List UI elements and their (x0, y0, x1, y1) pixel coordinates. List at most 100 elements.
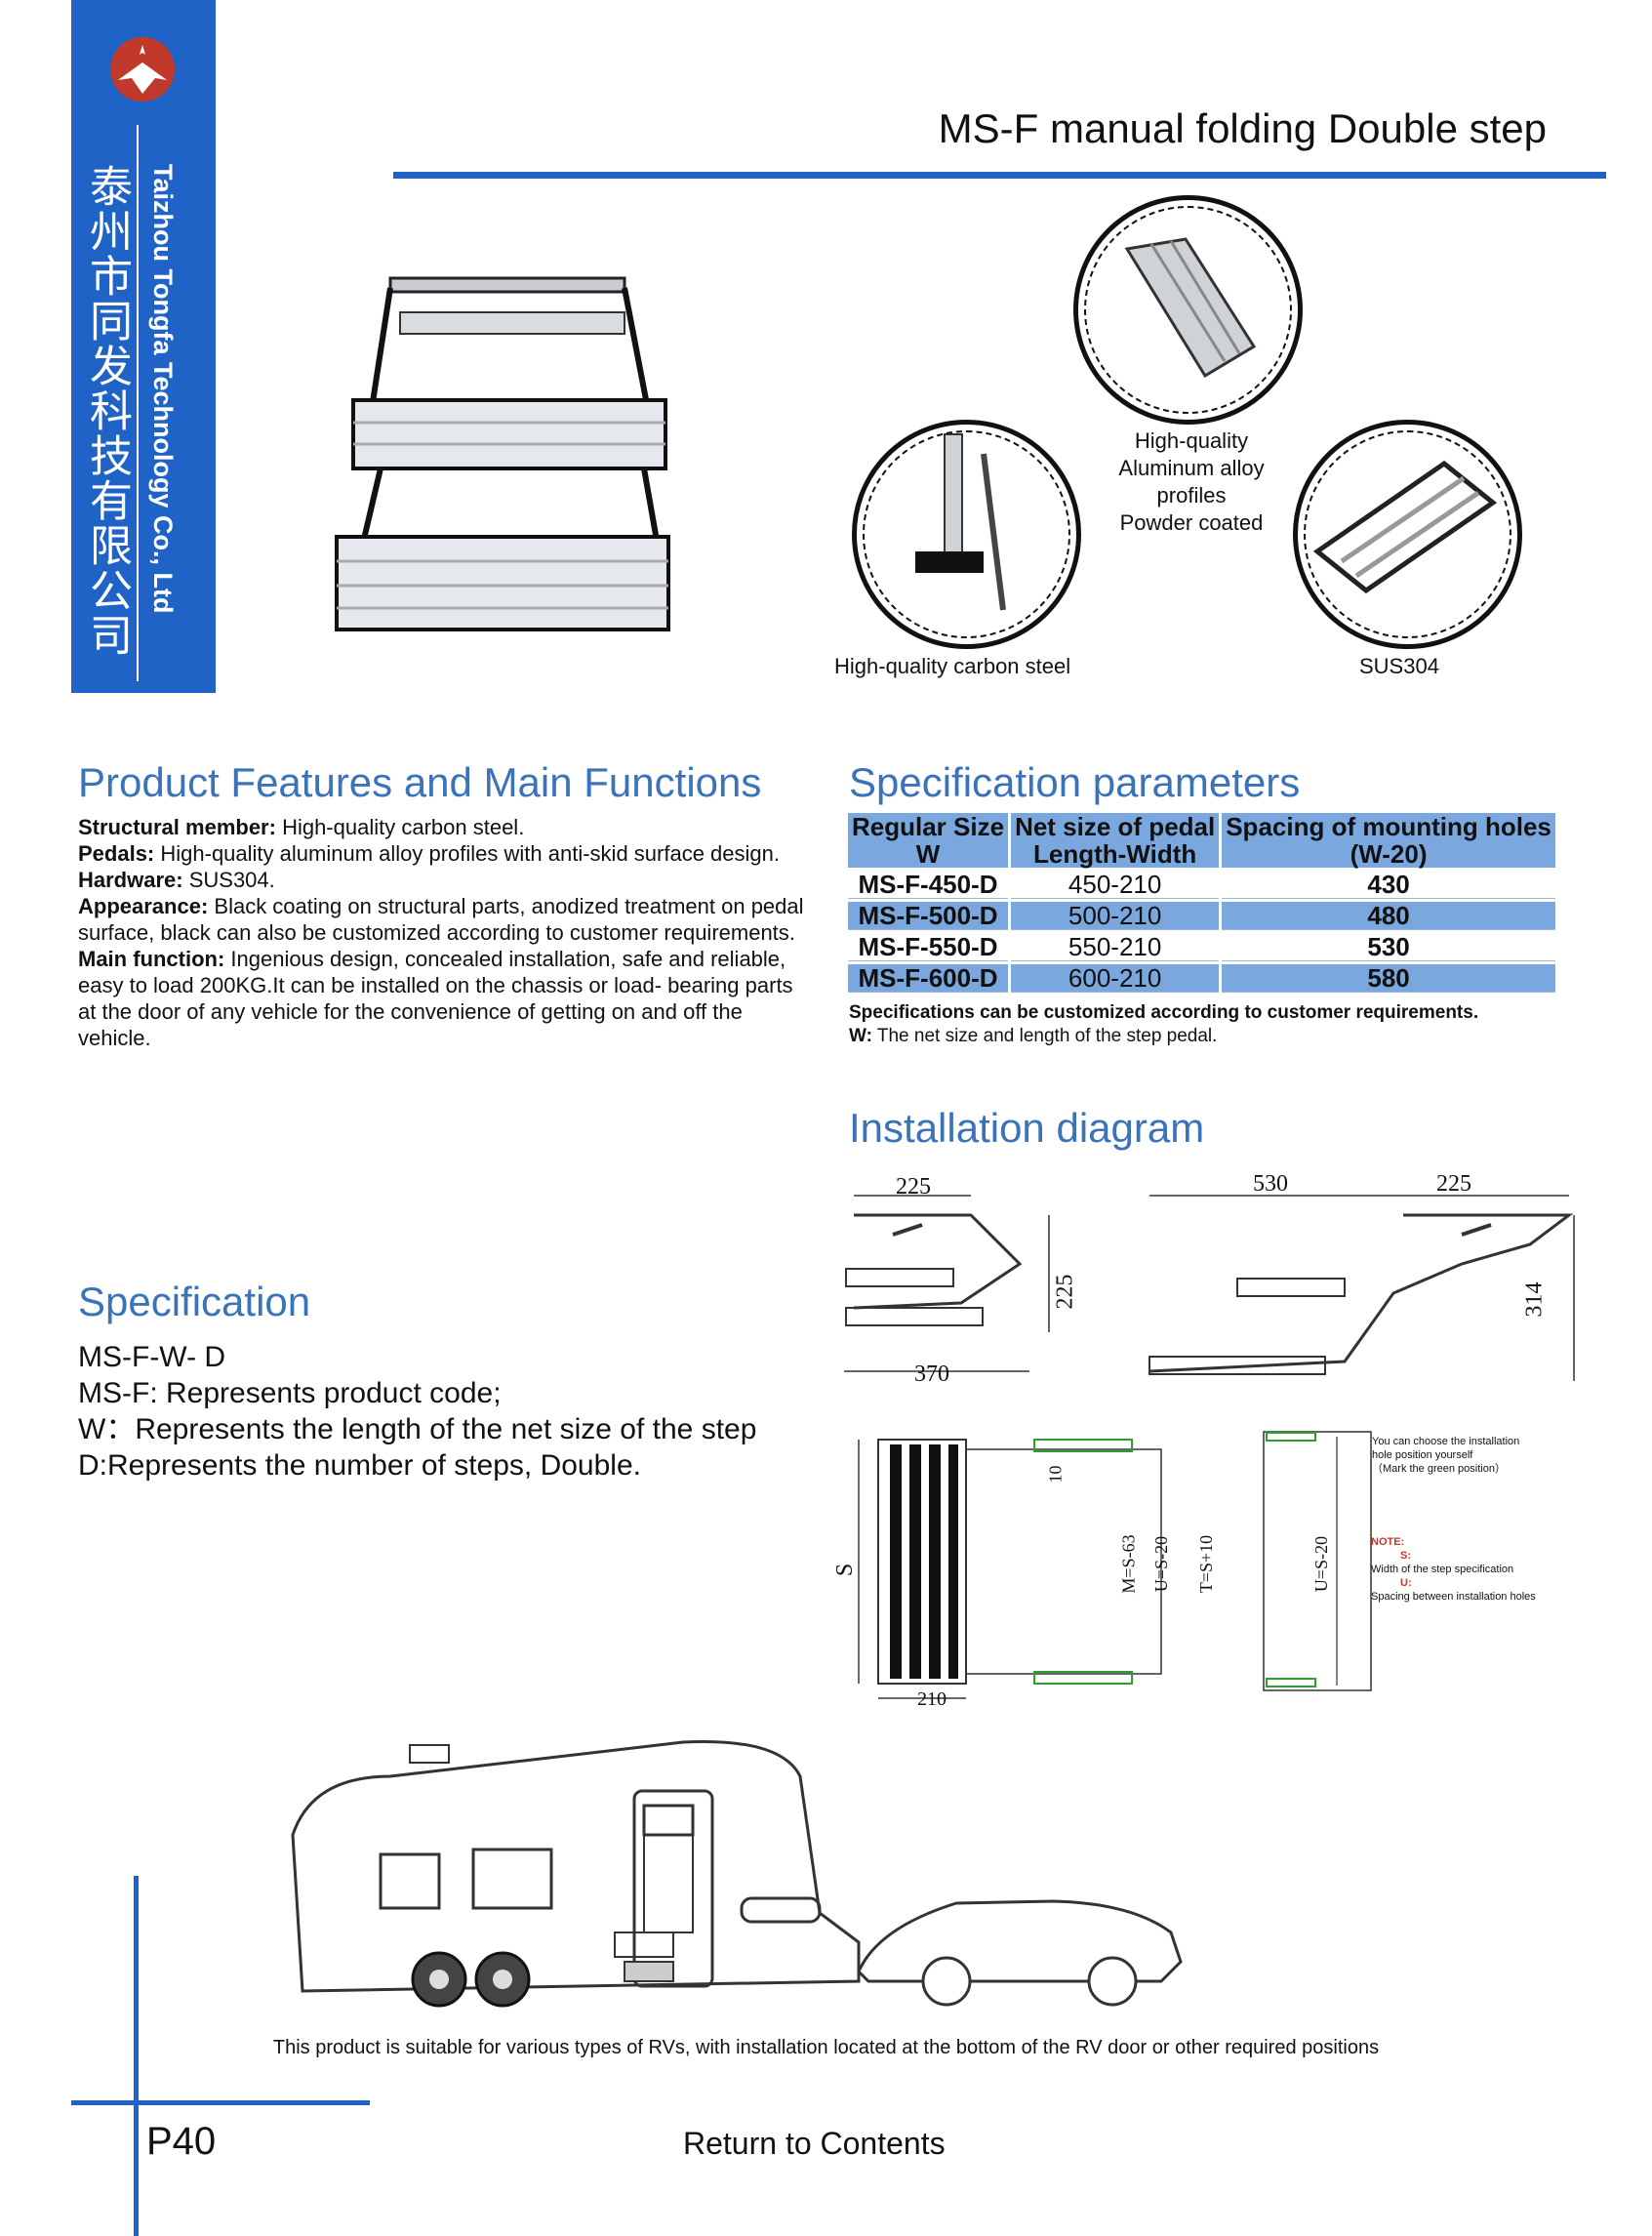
footer-vertical-bar (134, 1876, 139, 2236)
dim-label: 210 (917, 1688, 947, 1710)
detail-circle-carbon-steel (852, 420, 1081, 649)
spec-header-cell: Spacing of mounting holes(W-20) (1222, 813, 1555, 868)
feature-item: Hardware: SUS304. (78, 867, 805, 893)
table-cell: MS-F-500-D (848, 902, 1009, 930)
note-u-text: Spacing between installation holes (1371, 1591, 1536, 1603)
sidebar (71, 0, 216, 693)
dim-label: 225 (1052, 1274, 1078, 1310)
installation-mount-plate (1263, 1431, 1372, 1691)
callout-sus304: SUS304 (1359, 654, 1439, 678)
choose-line: You can choose the installation (1372, 1436, 1520, 1447)
feature-text: Ingenious design, concealed installation… (78, 947, 793, 1050)
installation-side-view-extended (1148, 1195, 1575, 1381)
installation-heading: Installation diagram (849, 1105, 1205, 1151)
product-image-double-step (335, 276, 670, 631)
callout-aluminum-line: High-quality (1134, 428, 1249, 453)
return-to-contents-link[interactable]: Return to Contents (683, 2126, 946, 2161)
dim-label: M=S-63 (1118, 1534, 1139, 1594)
spec-note-bold: Specifications can be customized accordi… (849, 1002, 1479, 1023)
dim-label: U=S-20 (1311, 1535, 1332, 1593)
table-row: MS-F-450-D 450-210 430 (848, 871, 1555, 899)
feature-text: High-quality aluminum alloy profiles wit… (154, 841, 780, 866)
table-cell: 530 (1222, 933, 1555, 961)
features-heading: Product Features and Main Functions (78, 759, 762, 805)
header-line: W (915, 839, 941, 869)
table-cell: MS-F-450-D (848, 871, 1009, 899)
table-cell: 600-210 (1011, 964, 1220, 993)
bottom-caption: This product is suitable for various typ… (272, 2037, 1380, 2058)
table-row: MS-F-550-D 550-210 530 (848, 933, 1555, 961)
dim-label: 225 (1436, 1171, 1471, 1197)
feature-label: Pedals: (78, 841, 155, 866)
dim-label: 10 (1045, 1465, 1066, 1484)
feature-text: SUS304. (182, 868, 275, 892)
header-line: Length-Width (1033, 839, 1197, 869)
dim-label: 370 (914, 1362, 949, 1387)
feature-text: High-quality carbon steel. (275, 815, 525, 839)
spec-line-label: W (78, 1413, 106, 1445)
note-s-text: Width of the step specification (1371, 1564, 1514, 1575)
spec-note: Specifications can be customized accordi… (849, 1001, 1478, 1048)
page-title: MS-F manual folding Double step (938, 105, 1547, 151)
note-w-label: W: (849, 1026, 872, 1046)
spec-params-heading: Specification parameters (849, 759, 1301, 805)
dim-label: S (832, 1563, 859, 1577)
header-line: Regular Size (852, 812, 1005, 841)
footer-horizontal-bar (71, 2100, 370, 2105)
installation-top-view (858, 1439, 1162, 1699)
page-number: P40 (146, 2120, 217, 2163)
callout-carbon-steel: High-quality carbon steel (834, 654, 1071, 678)
header-line: Spacing of mounting holes (1226, 812, 1551, 841)
spec-line: MS-F: Represents product code; (78, 1375, 829, 1411)
table-cell: 430 (1222, 871, 1555, 899)
callout-aluminum: High-quality Aluminum alloy profiles Pow… (1101, 427, 1282, 537)
install-choose-note: You can choose the installation hole pos… (1372, 1435, 1519, 1476)
note-w-text: The net size and length of the step peda… (871, 1026, 1218, 1046)
table-row: MS-F-500-D 500-210 480 (848, 902, 1555, 930)
features-list: Structural member: High-quality carbon s… (78, 814, 805, 1051)
table-cell: 580 (1222, 964, 1555, 993)
header-line: (W-20) (1350, 839, 1428, 869)
company-name-cn: 泰州市同发科技有限公司 (82, 164, 132, 658)
install-note: NOTE: S: Width of the step specification… (1371, 1535, 1536, 1604)
callout-aluminum-line: Aluminum alloy (1118, 456, 1265, 480)
detail-circle-sus304 (1293, 420, 1522, 649)
table-cell: MS-F-600-D (848, 964, 1009, 993)
spec-line: MS-F-W- D (78, 1339, 829, 1375)
table-cell: 480 (1222, 902, 1555, 930)
dim-label: T=S+10 (1196, 1534, 1217, 1594)
table-row: MS-F-600-D 600-210 580 (848, 964, 1555, 993)
company-name-en: Taizhou Tongfa Technology Co., Ltd (148, 164, 178, 614)
spec-note-w: W: The net size and length of the step p… (849, 1025, 1478, 1048)
note-u-label: U: (1400, 1577, 1412, 1589)
spec-line-text: ：Represents the length of the net size o… (105, 1413, 757, 1445)
dim-label: 314 (1521, 1281, 1548, 1318)
spec-line: W：Represents the length of the net size … (78, 1411, 829, 1447)
table-cell: 450-210 (1011, 871, 1220, 899)
spec-line-text: Represents product code; (157, 1377, 502, 1409)
installation-side-view-folded (844, 1195, 1050, 1372)
spec-line-label: MS-F-W- D (78, 1341, 226, 1373)
feature-label: Hardware: (78, 868, 183, 892)
spec-line: D:Represents the number of steps, Double… (78, 1447, 829, 1484)
table-cell: 550-210 (1011, 933, 1220, 961)
feature-item: Main function: Ingenious design, conceal… (78, 946, 805, 1051)
spec-line-text: :Represents the number of steps, Double. (99, 1449, 641, 1482)
note-s-label: S: (1400, 1550, 1411, 1562)
detail-circle-aluminum (1073, 195, 1303, 425)
feature-label: Main function: (78, 947, 225, 971)
header-line: Net size of pedal (1015, 812, 1216, 841)
feature-text: Black coating on structural parts, anodi… (78, 894, 804, 945)
specification-heading: Specification (78, 1279, 311, 1324)
dim-label: U=S-20 (1151, 1535, 1172, 1593)
feature-label: Appearance: (78, 894, 209, 918)
feature-item: Pedals: High-quality aluminum alloy prof… (78, 840, 805, 867)
dim-label: 225 (896, 1174, 931, 1199)
feature-item: Appearance: Black coating on structural … (78, 893, 805, 946)
choose-line: hole position yourself (1372, 1449, 1473, 1461)
sidebar-divider (137, 125, 139, 681)
table-cell: 500-210 (1011, 902, 1220, 930)
